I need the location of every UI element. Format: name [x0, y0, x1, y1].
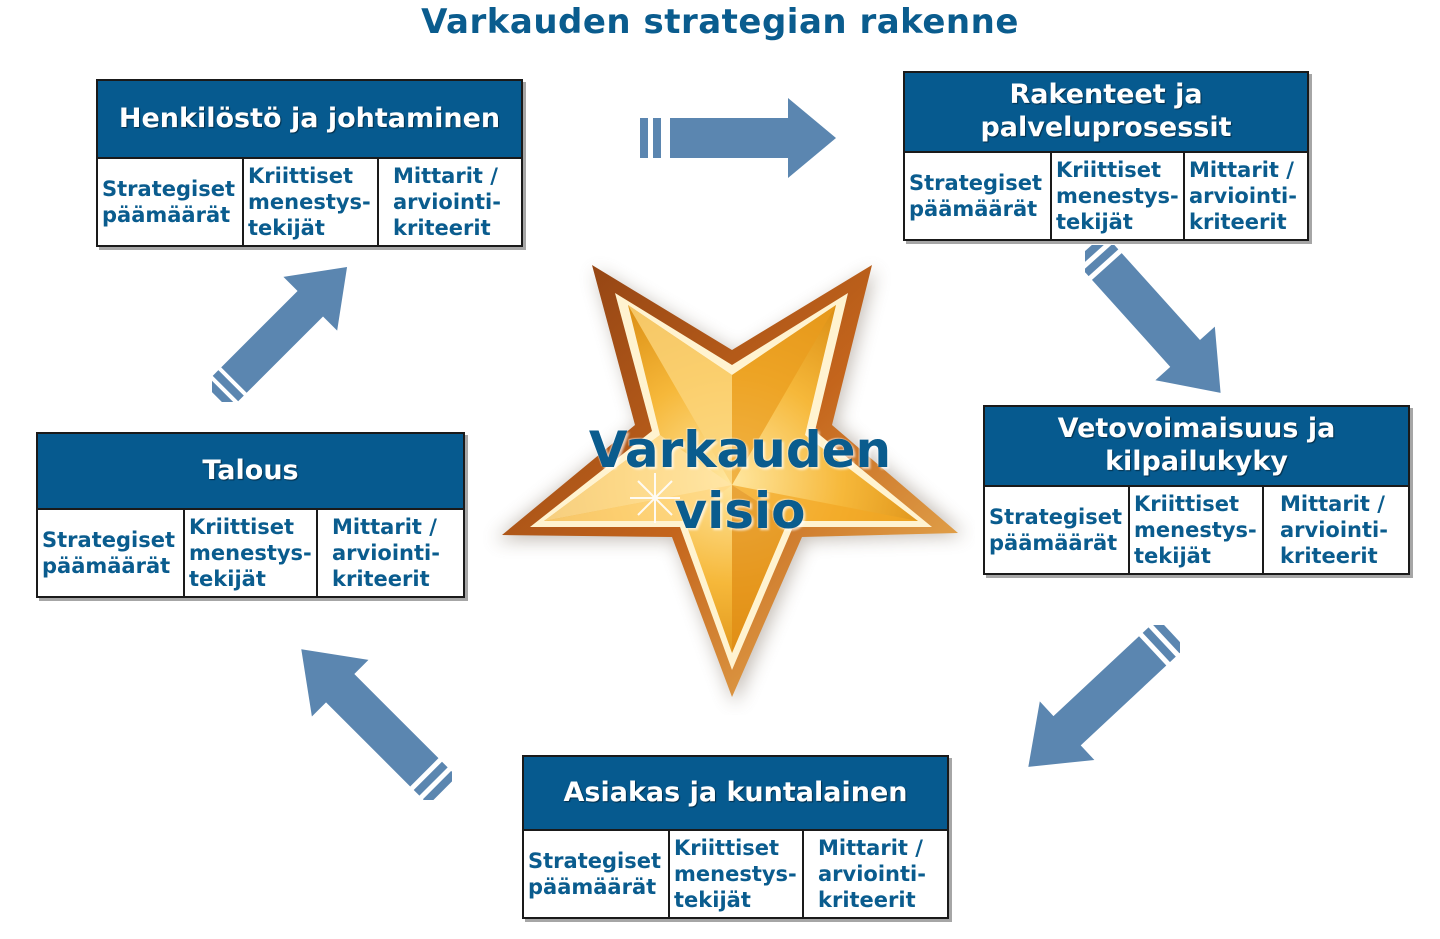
cell-line: menestys-: [674, 861, 797, 886]
cell-line: arviointi-: [332, 540, 440, 565]
cell-line: Strategiset: [528, 848, 661, 873]
cell-line: Kriittiset: [674, 835, 780, 860]
cell-line: arviointi-: [818, 861, 926, 886]
arrow-down-left-icon: [1028, 625, 1180, 767]
cell-line: Mittarit /: [818, 835, 923, 860]
cell-line: arviointi-: [393, 189, 501, 214]
cell-line: Strategiset: [42, 527, 175, 552]
arrow-down-right-icon: [1085, 245, 1221, 393]
cell-line: Mittarit /: [1280, 491, 1385, 516]
box-heading-line: Rakenteet ja: [1009, 79, 1203, 111]
cell-mittarit: Mittarit /arviointi-kriteerit: [1264, 487, 1408, 573]
cell-line: kriteerit: [1280, 544, 1378, 569]
cell-line: kriteerit: [818, 888, 916, 913]
cell-line: päämäärät: [909, 197, 1038, 221]
cell-line: Mittarit /: [1189, 157, 1294, 182]
box-rakenteet: Rakenteet ja palveluprosessit Strategise…: [903, 71, 1309, 241]
cell-line: Mittarit /: [332, 514, 437, 539]
cell-line: kriteerit: [393, 216, 491, 241]
cell-line: Kriittiset: [1134, 491, 1240, 516]
cell-line: Strategiset: [909, 170, 1042, 195]
box-heading-line: kilpailukyky: [1105, 446, 1288, 477]
cell-line: päämäärät: [42, 554, 171, 578]
cell-line: Strategiset: [102, 176, 235, 201]
arrow-right-icon: [640, 98, 836, 178]
cell-line: kriteerit: [1189, 210, 1287, 235]
cell-line: arviointi-: [1189, 183, 1297, 208]
cell-line: Kriittiset: [1056, 157, 1162, 182]
cell-line: päämäärät: [989, 531, 1118, 555]
cell-mittarit: Mittarit /arviointi-kriteerit: [318, 510, 463, 596]
star-icon: [480, 235, 975, 715]
cell-line: päämäärät: [102, 203, 231, 227]
box-heading-line: Talous: [202, 454, 299, 486]
cell-line: Kriittiset: [248, 163, 354, 188]
arrow-up-left-icon: [301, 649, 452, 800]
cell-line: Kriittiset: [189, 514, 295, 539]
cell-line: tekijät: [674, 888, 751, 913]
cell-line: Mittarit /: [393, 163, 498, 188]
cell-line: päämäärät: [528, 875, 657, 899]
box-vetovoimaisuus: Vetovoimaisuus ja kilpailukyky Strategis…: [983, 405, 1410, 575]
cell-line: tekijät: [1056, 210, 1133, 235]
box-heading: Asiakas ja kuntalainen: [524, 757, 947, 831]
box-heading: Talous: [38, 434, 463, 510]
cell-line: Strategiset: [989, 504, 1122, 529]
box-heading: Vetovoimaisuus ja kilpailukyky: [985, 407, 1408, 487]
cell-line: tekijät: [189, 567, 266, 592]
box-heading-line: palveluprosessit: [980, 112, 1232, 143]
cell-line: menestys-: [1056, 183, 1179, 208]
cell-line: tekijät: [248, 216, 325, 241]
cell-line: kriteerit: [332, 567, 430, 592]
page-title: Varkauden strategian rakenne: [421, 2, 1019, 42]
cell-line: tekijät: [1134, 544, 1211, 569]
vision-text: Varkauden visio: [570, 420, 910, 542]
box-heading-line: Henkilöstö ja johtaminen: [118, 102, 501, 134]
cell-line: menestys-: [248, 189, 371, 214]
box-heading-line: Asiakas ja kuntalainen: [563, 776, 908, 808]
box-heading-line: Vetovoimaisuus ja: [1057, 413, 1336, 445]
cell-line: arviointi-: [1280, 517, 1388, 542]
cell-mittarit: Mittarit /arviointi-kriteerit: [1185, 153, 1307, 239]
cell-line: menestys-: [189, 540, 312, 565]
box-heading: Rakenteet ja palveluprosessit: [905, 73, 1307, 153]
cell-mittarit: Mittarit /arviointi-kriteerit: [804, 831, 947, 917]
vision-line: Varkauden: [588, 421, 892, 479]
arrow-up-right-icon: [212, 266, 348, 402]
vision-line: visio: [674, 482, 806, 540]
cell-mittarit: Mittarit /arviointi-kriteerit: [379, 159, 521, 245]
box-heading: Henkilöstö ja johtaminen: [98, 81, 521, 159]
cell-line: menestys-: [1134, 517, 1257, 542]
